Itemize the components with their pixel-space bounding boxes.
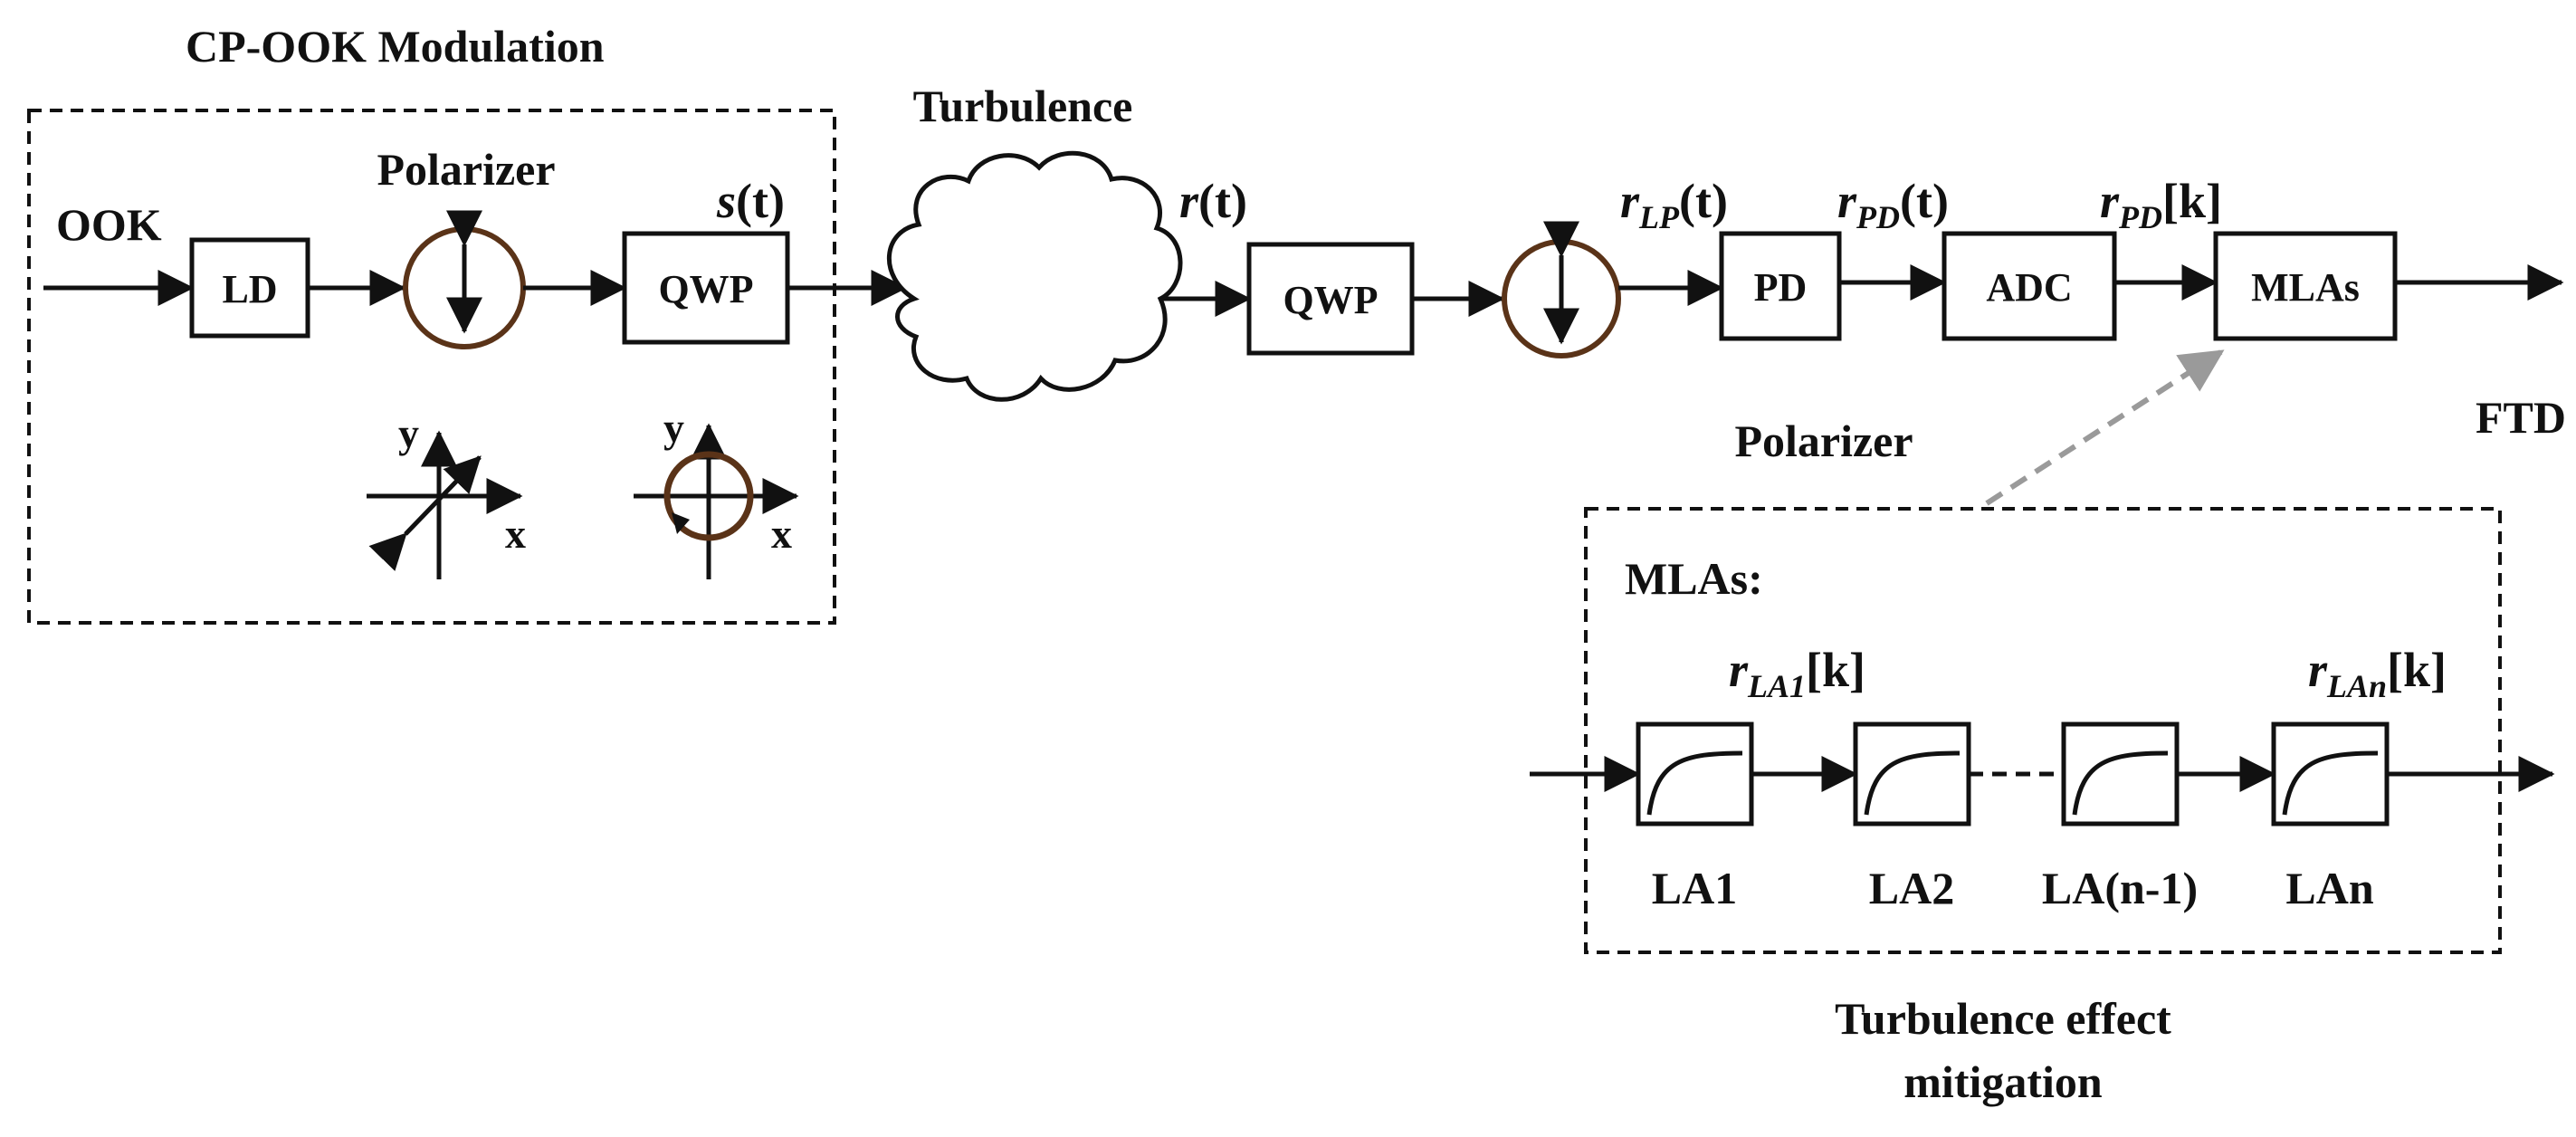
limiter-la1 — [1636, 721, 1754, 826]
pd-block-label: PD — [1754, 265, 1808, 310]
ld-block-label: LD — [222, 267, 277, 311]
limiter-curve-icon — [2072, 750, 2169, 816]
mlas-detail-link — [1985, 349, 2225, 506]
modulation-boundary — [27, 109, 836, 625]
signal-r-label: r(t) — [1179, 174, 1247, 228]
adc-block — [1942, 231, 2117, 341]
signal-r-pd-t-label: rPD(t) — [1837, 174, 1949, 235]
signal-r-la1-label: rLA1[k] — [1729, 643, 1865, 704]
signal-s-label: s(t) — [716, 174, 785, 228]
axis-y-label-1: y — [398, 410, 419, 456]
linear-polarizer-icon — [403, 210, 526, 349]
limiter-label-2: LA2 — [1869, 863, 1954, 913]
limiter-la-n-1 — [2061, 721, 2180, 826]
mitigation-label-line2: mitigation — [1903, 1056, 2103, 1107]
axis-x-label-1: x — [505, 511, 526, 557]
limiter-curve-icon — [1646, 750, 1743, 816]
polarizer-tx-label: Polarizer — [377, 144, 555, 195]
pd-block — [1719, 231, 1842, 341]
signal-r-lp-label: rLP(t) — [1620, 174, 1728, 235]
mlas-detail-boundary — [1584, 507, 2502, 954]
output-label: FTD — [2476, 392, 2566, 443]
limiter-label-4: LAn — [2285, 863, 2373, 913]
qwp-tx-block-label: QWP — [658, 267, 753, 311]
mitigation-label-line1: Turbulence effect — [1835, 993, 2171, 1044]
input-label: OOK — [56, 199, 162, 250]
polarizer-rx-label: Polarizer — [1734, 416, 1913, 466]
cloud-icon — [887, 150, 1183, 402]
limiter-label-3: LA(n-1) — [2042, 863, 2198, 913]
linear-polarizer-rx-icon — [1502, 221, 1621, 358]
circular-polarization-icon — [634, 423, 799, 579]
limiter-curve-icon — [1864, 750, 1961, 816]
axis-x-label-2: x — [771, 511, 792, 557]
limiter-curve-icon — [2282, 750, 2379, 816]
limiter-la2 — [1853, 721, 1971, 826]
signal-r-pd-k-label: rPD[k] — [2100, 174, 2222, 235]
linear-polarization-axes-icon — [367, 430, 523, 579]
axis-y-label-2: y — [663, 405, 684, 451]
qwp-rx-block-label: QWP — [1283, 278, 1378, 322]
qwp-tx-block — [622, 231, 790, 345]
mlas-detail-title: MLAs: — [1625, 553, 1763, 604]
turbulence-label: Turbulence — [913, 81, 1133, 131]
mlas-block-label: MLAs — [2251, 265, 2360, 310]
modulation-title: CP-OOK Modulation — [186, 21, 605, 72]
limiter-label-1: LA1 — [1652, 863, 1737, 913]
adc-block-label: ADC — [1986, 265, 2072, 310]
mlas-block — [2213, 231, 2398, 341]
signal-r-lan-label: rLAn[k] — [2308, 643, 2447, 704]
limiter-la-n — [2271, 721, 2390, 826]
qwp-rx-block — [1246, 242, 1415, 356]
